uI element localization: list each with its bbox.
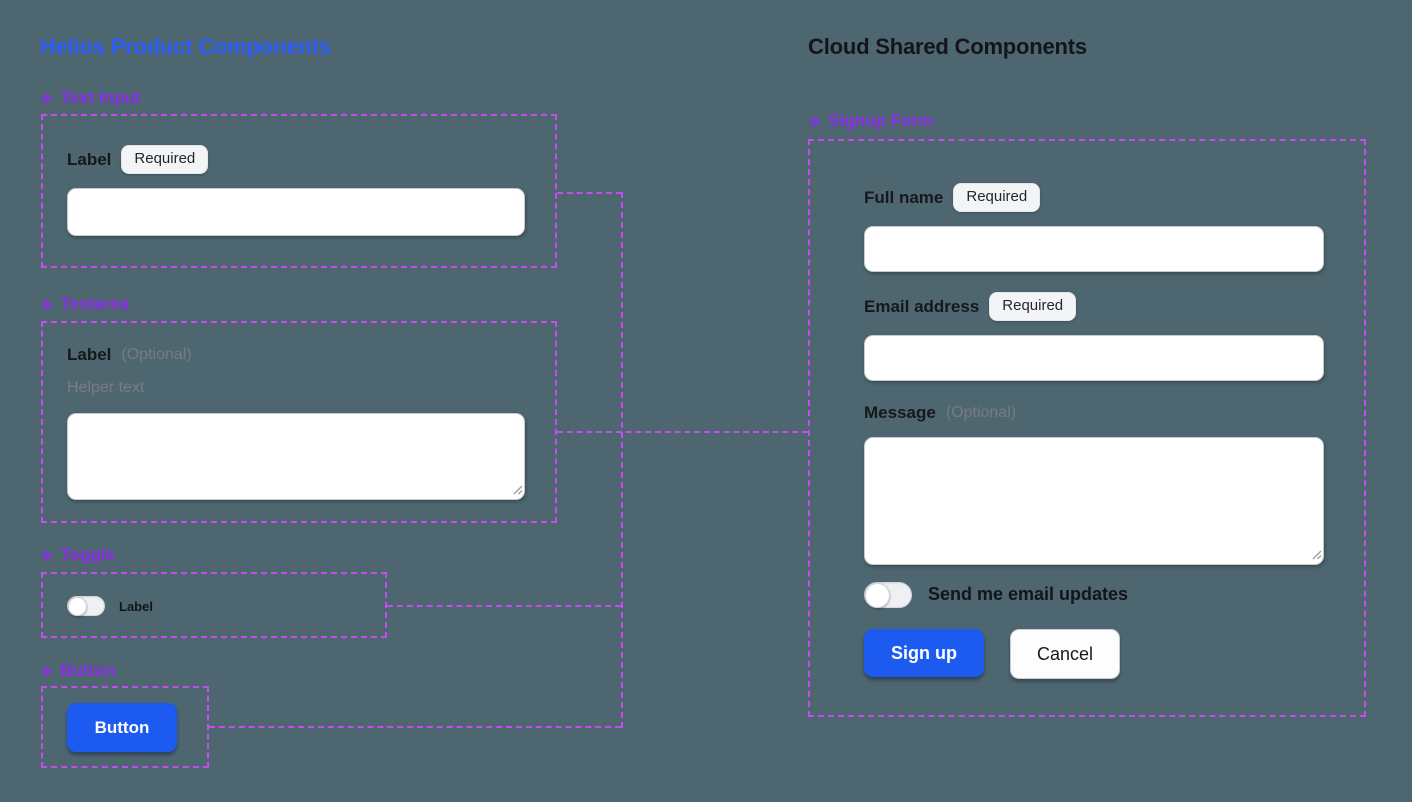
toggle-component-frame[interactable]: Label xyxy=(41,572,387,638)
connector-toggle xyxy=(387,605,621,607)
text-input-component-label[interactable]: ❖ Text Input xyxy=(40,88,140,108)
component-diamond-icon: ❖ xyxy=(40,296,54,314)
component-diamond-icon: ❖ xyxy=(808,113,822,131)
component-diamond-icon: ❖ xyxy=(40,663,54,681)
email-updates-label: Send me email updates xyxy=(928,584,1129,604)
textarea-component-frame[interactable]: Label (Optional) Helper text xyxy=(41,321,557,523)
textarea-component-label[interactable]: ❖ Textarea xyxy=(40,294,129,314)
toggle-label: Label xyxy=(119,599,153,614)
textarea-field[interactable] xyxy=(67,413,525,500)
sign-up-button[interactable]: Sign up xyxy=(864,629,984,677)
component-diamond-icon: ❖ xyxy=(40,547,54,565)
text-input-component-frame[interactable]: Label Required xyxy=(41,114,557,268)
toggle-knob xyxy=(67,596,87,616)
connector-text-input xyxy=(557,192,622,194)
button-component-frame[interactable]: Button xyxy=(41,686,209,768)
component-name: Toggle xyxy=(60,545,115,564)
component-name: Textarea xyxy=(60,294,130,313)
message-label: Message xyxy=(864,403,936,422)
connector-textarea-to-form xyxy=(557,431,808,433)
full-name-label: Full name xyxy=(864,187,944,207)
component-diamond-icon: ❖ xyxy=(40,90,54,108)
email-updates-toggle[interactable] xyxy=(864,582,912,608)
helper-text: Helper text xyxy=(67,379,145,396)
toggle-component-label[interactable]: ❖ Toggle xyxy=(40,545,115,565)
toggle-switch[interactable] xyxy=(67,596,105,616)
optional-suffix: (Optional) xyxy=(945,404,1017,421)
component-name: Signup Form xyxy=(828,111,934,130)
connector-button xyxy=(209,726,621,728)
text-input-field[interactable] xyxy=(67,188,525,236)
cancel-button[interactable]: Cancel xyxy=(1010,629,1120,679)
cloud-section-title: Cloud Shared Components xyxy=(808,34,1087,59)
required-badge: Required xyxy=(121,145,209,175)
required-badge: Required xyxy=(989,292,1077,322)
email-input[interactable] xyxy=(864,335,1324,381)
message-textarea[interactable] xyxy=(864,437,1324,565)
component-name: Button xyxy=(60,661,116,680)
signup-form-component-label[interactable]: ❖ Signup Form xyxy=(808,111,933,131)
component-name: Text Input xyxy=(60,88,141,107)
helios-section-title: Helios Product Components xyxy=(40,34,331,59)
required-badge: Required xyxy=(953,183,1041,213)
textarea-label: Label xyxy=(67,345,112,364)
toggle-knob xyxy=(864,582,890,608)
email-label: Email address xyxy=(864,296,980,316)
connector-bus xyxy=(621,192,623,728)
full-name-input[interactable] xyxy=(864,226,1324,272)
text-input-label: Label xyxy=(67,149,112,169)
optional-suffix: (Optional) xyxy=(121,346,192,363)
sample-button[interactable]: Button xyxy=(67,703,177,752)
signup-form-frame[interactable]: Full name Required Email address Require… xyxy=(808,139,1366,717)
button-component-label[interactable]: ❖ Button xyxy=(40,661,115,681)
